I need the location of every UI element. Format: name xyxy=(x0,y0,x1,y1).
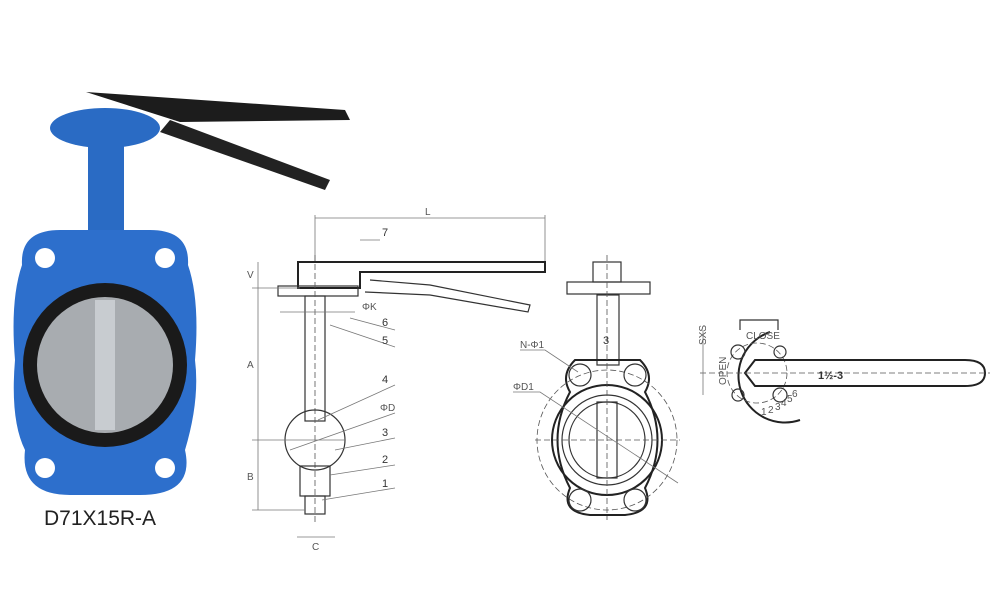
part-7: 7 xyxy=(382,227,388,239)
sxs-label: SXS xyxy=(698,325,709,345)
part-2: 2 xyxy=(382,454,388,466)
scale-6: 6 xyxy=(792,389,798,400)
part-5: 5 xyxy=(382,335,388,347)
body-marking: 3 xyxy=(603,335,609,347)
open-label: OPEN xyxy=(718,357,729,385)
dim-C: C xyxy=(312,542,319,553)
handle-marking: 1½-3 xyxy=(818,370,843,382)
dim-L: L xyxy=(425,207,431,218)
bolt-circle-label: ΦD1 xyxy=(513,382,534,393)
part-1: 1 xyxy=(382,478,388,490)
holes-label: N-Φ1 xyxy=(520,340,545,351)
section-view: L V A B C ΦK ΦD 7 6 5 4 3 2 1 xyxy=(247,207,546,553)
close-label: CLOSE xyxy=(746,331,780,342)
part-4: 4 xyxy=(382,374,388,386)
part-3: 3 xyxy=(382,427,388,439)
dim-K: ΦK xyxy=(362,302,377,313)
scale-2: 2 xyxy=(768,405,774,416)
scale-3: 3 xyxy=(775,402,781,413)
front-view: N-Φ1 ΦD1 3 xyxy=(513,255,680,520)
scale-4: 4 xyxy=(781,398,787,409)
dim-D: ΦD xyxy=(380,403,395,414)
handle-lever xyxy=(86,92,350,122)
handle-trigger xyxy=(160,120,330,190)
model-caption: D71X15R-A xyxy=(44,507,157,530)
scale-1: 1 xyxy=(761,407,767,418)
scale-numbers: 1 2 3 4 5 6 xyxy=(761,389,798,418)
top-view: SXS 1½-3 OPEN CLOSE 1 2 3 4 5 6 xyxy=(698,319,990,424)
valve-photo xyxy=(13,92,350,495)
dim-V: V xyxy=(247,270,254,281)
part-6: 6 xyxy=(382,317,388,329)
dim-A: A xyxy=(247,360,254,371)
dim-B: B xyxy=(247,472,254,483)
scale-5: 5 xyxy=(787,394,793,405)
